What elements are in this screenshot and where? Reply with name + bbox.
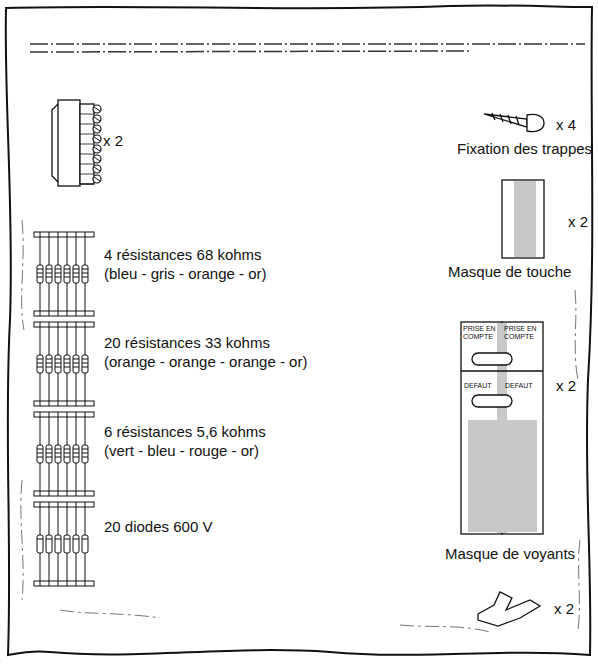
quantity-label: x 2 — [568, 213, 588, 230]
quantity-label: x 2 — [556, 377, 576, 394]
quantity-label: x 2 — [554, 600, 574, 617]
part-name: Masque de touche — [448, 263, 571, 280]
led-mask — [461, 322, 543, 534]
fold-marks — [21, 220, 580, 632]
component-color-code: (bleu - gris - orange - or) — [104, 265, 267, 282]
spring-clip — [478, 592, 540, 626]
bag-outline — [6, 5, 593, 655]
component-label: 20 diodes 600 V — [104, 518, 212, 535]
indicator-text: DEFAUT — [464, 382, 500, 390]
terminal-screws — [80, 105, 101, 184]
indicator-text: PRISE EN COMPTE — [463, 325, 499, 341]
terminal-block — [52, 100, 94, 186]
seal-line — [30, 51, 470, 52]
component-label: 6 résistances 5,6 kohms — [104, 423, 266, 440]
part-name: Fixation des trappes — [457, 140, 592, 157]
indicator-text: PRISE EN COMPTE — [504, 325, 540, 341]
key-mask — [502, 180, 544, 258]
component-tapes — [34, 232, 94, 586]
component-label: 4 résistances 68 kohms — [104, 246, 262, 263]
quantity-label: x 2 — [103, 132, 123, 149]
quantity-label: x 4 — [556, 116, 576, 133]
indicator-text: DEFAUT — [505, 382, 541, 390]
component-color-code: (vert - bleu - rouge - or) — [104, 442, 259, 459]
seal-line — [30, 43, 585, 45]
screw — [484, 113, 544, 132]
component-label: 20 résistances 33 kohms — [104, 334, 270, 351]
component-color-code: (orange - orange - orange - or) — [104, 353, 307, 370]
part-name: Masque de voyants — [445, 545, 575, 562]
